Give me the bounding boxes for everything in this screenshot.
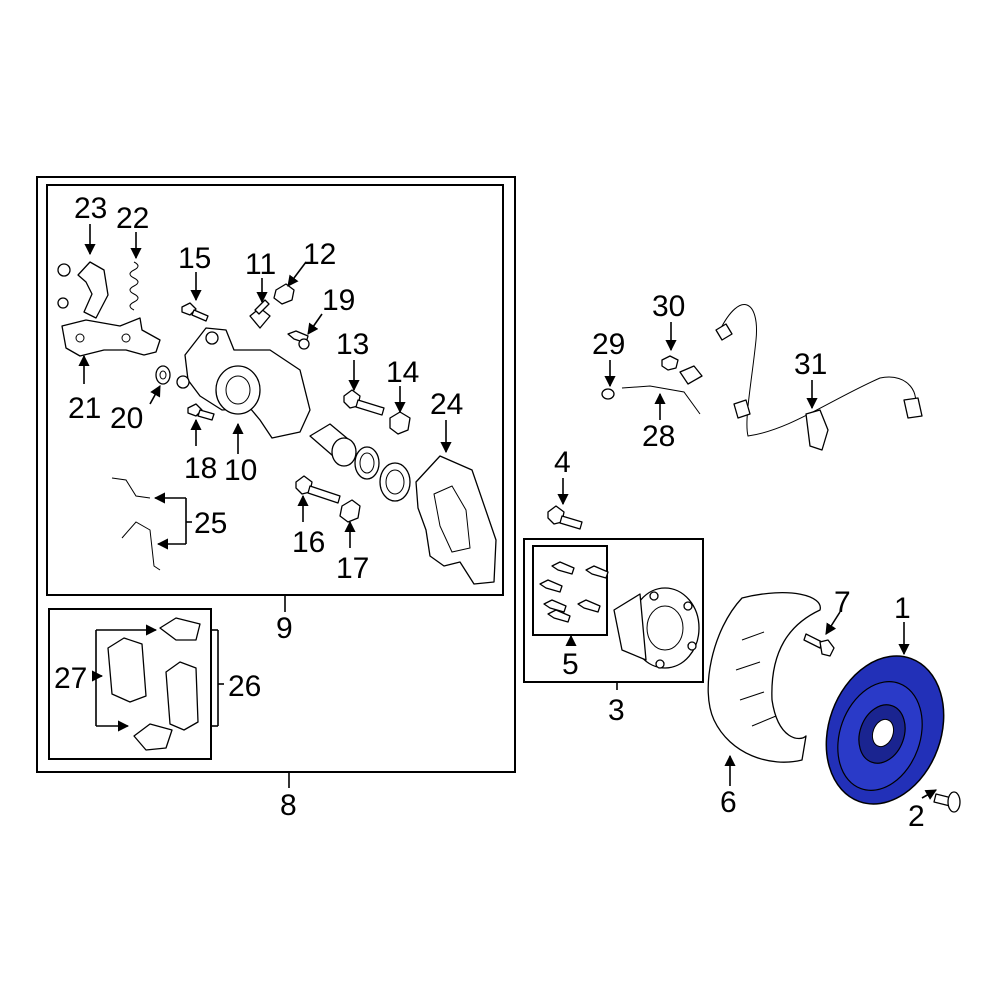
caliper-part-10[interactable]	[176, 327, 311, 439]
callout-25: 25	[194, 507, 227, 540]
callout-29: 29	[592, 328, 625, 361]
callout-12: 12	[303, 238, 336, 271]
callout-17: 17	[336, 552, 369, 585]
callout-5: 5	[562, 648, 579, 681]
washer-part-20[interactable]	[155, 365, 171, 385]
pad-shims-part-26[interactable]	[133, 617, 201, 751]
callout-21: 21	[68, 392, 101, 425]
callout-18: 18	[184, 452, 217, 485]
wheel-hub-part-3[interactable]	[613, 587, 700, 669]
callout-7: 7	[834, 586, 851, 619]
leader-lines	[78, 224, 937, 800]
guide-pin-part-11[interactable]	[249, 299, 271, 329]
bleeder-screw-part-19[interactable]	[287, 330, 310, 350]
guide-bolt-part-16[interactable]	[295, 475, 341, 504]
group-8-frame	[36, 176, 516, 773]
wheel-speed-harness-part-31[interactable]	[715, 304, 923, 451]
group-3-frame	[523, 538, 704, 683]
callout-26: 26	[228, 670, 261, 703]
hub-bolts-part-5[interactable]	[539, 561, 609, 623]
callout-14: 14	[386, 356, 419, 389]
dust-cap-part-12[interactable]	[273, 283, 295, 305]
bolt-part-30[interactable]	[661, 355, 679, 371]
bolt-part-18[interactable]	[187, 403, 215, 421]
callout-31: 31	[794, 348, 827, 381]
boot-part-14[interactable]	[389, 411, 411, 435]
washer-part-29[interactable]	[601, 388, 615, 400]
callout-13: 13	[336, 328, 369, 361]
callout-30: 30	[652, 290, 685, 323]
callout-20: 20	[110, 402, 143, 435]
callout-15: 15	[178, 242, 211, 275]
callout-8: 8	[280, 789, 297, 822]
group-9-frame	[46, 184, 504, 596]
boot-part-17[interactable]	[339, 499, 361, 523]
bolt-part-15[interactable]	[181, 302, 209, 322]
abs-sensor-part-28[interactable]	[621, 365, 703, 415]
rotor-screw-part-2[interactable]	[933, 791, 961, 813]
piston-assembly[interactable]	[309, 423, 411, 502]
callout-22: 22	[116, 202, 149, 235]
bolt-part-7[interactable]	[803, 633, 835, 657]
callout-3: 3	[608, 694, 625, 727]
callout-2: 2	[908, 800, 925, 833]
guide-bolt-part-13[interactable]	[343, 389, 385, 416]
group-5-frame	[532, 545, 608, 636]
plate-part-21[interactable]	[61, 317, 161, 357]
group-26-frame	[48, 608, 212, 760]
callout-9: 9	[276, 612, 293, 645]
callout-6: 6	[720, 786, 737, 819]
brake-pads-part-27[interactable]	[107, 637, 199, 731]
callout-labels: 23 22 15 11 12 19 13 14 24 21 20 18 10 2…	[54, 192, 925, 833]
callout-1: 1	[894, 592, 911, 625]
callout-16: 16	[292, 526, 325, 559]
callout-23: 23	[74, 192, 107, 225]
bracket-part-23[interactable]	[57, 261, 109, 319]
bolt-part-4[interactable]	[547, 505, 583, 530]
callout-4: 4	[554, 446, 571, 479]
caliper-carrier-part-24[interactable]	[415, 455, 497, 585]
callout-28: 28	[642, 420, 675, 453]
dust-shield-part-6[interactable]	[707, 592, 821, 763]
callout-19: 19	[322, 284, 355, 317]
callout-27: 27	[54, 662, 87, 695]
brake-rotor-part-1[interactable]	[806, 639, 963, 820]
callout-10: 10	[224, 454, 257, 487]
callout-24: 24	[430, 388, 463, 421]
anti-rattle-clips-part-25[interactable]	[111, 477, 161, 571]
callout-11: 11	[245, 248, 276, 281]
spring-part-22[interactable]	[129, 261, 139, 311]
